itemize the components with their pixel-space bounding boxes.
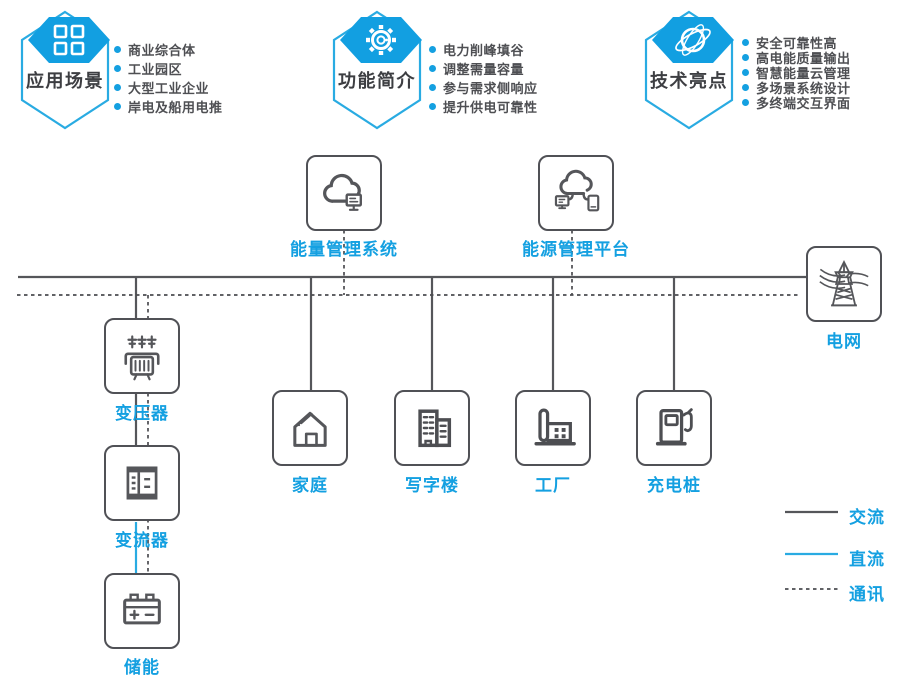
node-charging-pile — [636, 390, 712, 466]
list-item: 智慧能量云管理 — [742, 65, 851, 81]
application-scenarios-list: 商业综合体 工业园区 大型工业企业 岸电及船用电推 — [114, 40, 223, 116]
node-factory — [515, 390, 591, 466]
bullet-text: 多终端交互界面 — [756, 96, 851, 111]
node-transformer — [104, 318, 180, 394]
cloud-devices-icon — [554, 169, 600, 212]
bullet-text: 大型工业企业 — [128, 81, 210, 96]
node-label: 工厂 — [535, 476, 571, 495]
hexagon-badge-graphic — [644, 10, 734, 130]
list-item: 提升供电可靠性 — [429, 97, 538, 116]
bullet-text: 商业综合体 — [128, 43, 196, 58]
bullet-icon — [742, 84, 749, 91]
bullet-icon — [429, 84, 436, 91]
list-item: 岸电及船用电推 — [114, 97, 223, 116]
legend-comm-label: 通讯 — [849, 585, 885, 604]
bullet-icon — [429, 65, 436, 72]
badge-functions: 功能简介 — [317, 4, 437, 136]
node-converter — [104, 445, 180, 521]
hexagon-badge-graphic — [332, 10, 422, 130]
gear-icon — [366, 25, 396, 55]
list-item: 调整需量容量 — [429, 59, 538, 78]
tech-highlights-list: 安全可靠性高 高电能质量输出 智慧能量云管理 多场景系统设计 多终端交互界面 — [742, 35, 851, 111]
node-label: 家庭 — [292, 476, 328, 495]
node-label: 电网 — [826, 332, 862, 351]
bullet-text: 高电能质量输出 — [756, 51, 851, 66]
functions-list: 电力削峰填谷 调整需量容量 参与需求侧响应 提升供电可靠性 — [429, 40, 538, 116]
list-item: 多场景系统设计 — [742, 80, 851, 96]
bullet-text: 参与需求侧响应 — [443, 81, 538, 96]
factory-icon — [534, 408, 576, 446]
charging-station-icon — [655, 408, 693, 446]
node-office-building — [394, 390, 470, 466]
transmission-tower-icon — [819, 260, 869, 307]
bullet-icon — [742, 69, 749, 76]
node-label: 能源管理平台 — [522, 240, 630, 259]
grid-icon — [53, 24, 85, 56]
bullet-icon — [114, 46, 121, 53]
list-item: 工业园区 — [114, 59, 223, 78]
bullet-icon — [742, 39, 749, 46]
bullet-text: 安全可靠性高 — [756, 36, 838, 51]
badge-title: 技术亮点 — [650, 71, 728, 91]
bullet-icon — [114, 84, 121, 91]
node-label: 变压器 — [115, 404, 169, 423]
node-energy-management-system — [306, 155, 382, 231]
bullet-text: 调整需量容量 — [443, 62, 525, 77]
node-energy-storage — [104, 573, 180, 649]
hexagon-badge-graphic — [20, 10, 110, 130]
list-item: 安全可靠性高 — [742, 35, 851, 51]
cloud-monitor-icon — [323, 173, 362, 211]
bullet-icon — [114, 65, 121, 72]
list-item: 电力削峰填谷 — [429, 40, 538, 59]
house-icon — [293, 411, 327, 447]
office-building-icon — [418, 409, 452, 448]
bullet-text: 多场景系统设计 — [756, 81, 851, 96]
battery-icon — [123, 593, 161, 625]
bullet-text: 提升供电可靠性 — [443, 100, 538, 115]
node-label: 变流器 — [115, 531, 169, 550]
badge-title: 应用场景 — [26, 71, 104, 91]
badge-application-scenarios: 应用场景 — [5, 4, 125, 136]
transformer-icon — [124, 335, 160, 381]
bullet-icon — [742, 99, 749, 106]
node-home — [272, 390, 348, 466]
badge-tech-highlights: 技术亮点 — [629, 4, 749, 136]
badge-title: 功能简介 — [338, 71, 416, 91]
bullet-icon — [429, 46, 436, 53]
legend-dc-label: 直流 — [849, 550, 885, 569]
bullet-text: 电力削峰填谷 — [443, 43, 525, 58]
list-item: 高电能质量输出 — [742, 50, 851, 66]
bullet-icon — [114, 103, 121, 110]
bullet-icon — [429, 103, 436, 110]
list-item: 商业综合体 — [114, 40, 223, 59]
list-item: 参与需求侧响应 — [429, 78, 538, 97]
node-label: 储能 — [124, 658, 160, 677]
bullet-text: 工业园区 — [128, 62, 183, 77]
bullet-text: 智慧能量云管理 — [756, 66, 851, 81]
list-item: 多终端交互界面 — [742, 95, 851, 111]
node-label: 写字楼 — [405, 476, 459, 495]
list-item: 大型工业企业 — [114, 78, 223, 97]
planet-icon — [675, 24, 711, 56]
node-power-grid — [806, 246, 882, 322]
legend-ac-label: 交流 — [849, 508, 885, 527]
node-energy-management-platform — [538, 155, 614, 231]
node-label: 充电桩 — [647, 476, 701, 495]
bullet-text: 岸电及船用电推 — [128, 100, 223, 115]
bullet-icon — [742, 54, 749, 61]
node-label: 能量管理系统 — [290, 240, 398, 259]
converter-icon — [126, 466, 158, 500]
